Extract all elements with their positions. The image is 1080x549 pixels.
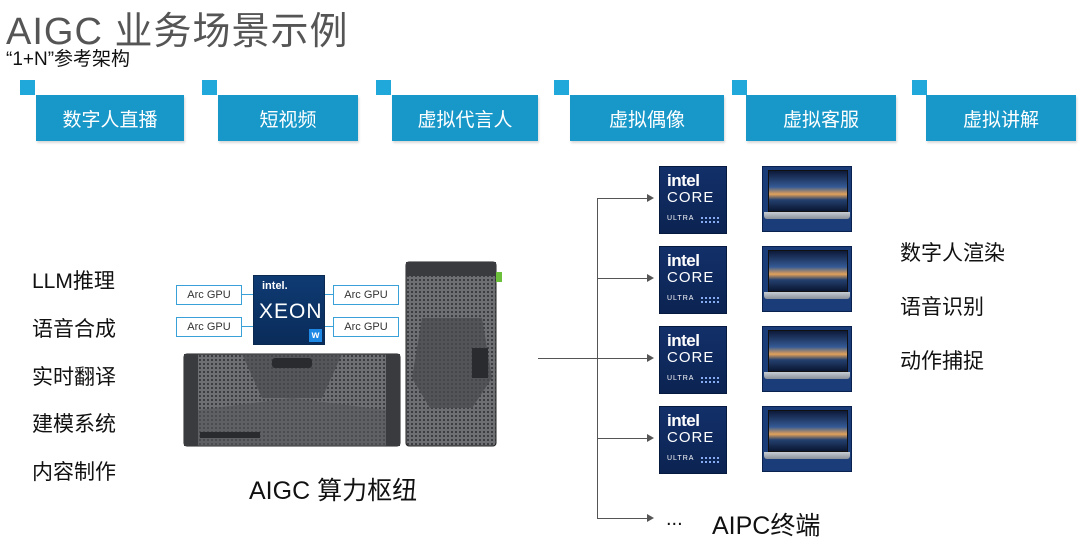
tab-corner-marker — [376, 80, 391, 95]
arrow-icon — [647, 274, 654, 282]
page-subtitle: “1+N”参考架构 — [6, 49, 131, 70]
scenario-tab: 虚拟代言人 — [392, 95, 538, 141]
tab-corner-marker — [20, 80, 35, 95]
arc-gpu-box: Arc GPU — [176, 285, 242, 305]
arc-gpu-box: Arc GPU — [333, 285, 399, 305]
core-tier: ULTRA — [667, 295, 695, 302]
scenario-tab: 虚拟客服 — [746, 95, 896, 141]
gpu-connector — [323, 294, 333, 295]
hub-task-item: 建模系统 — [32, 413, 116, 436]
endpoint-branch — [597, 358, 647, 359]
hub-connection-line — [538, 358, 598, 359]
hub-task-item: 语音合成 — [32, 318, 116, 341]
core-name: CORE — [667, 269, 715, 286]
core-tier: ULTRA — [667, 215, 695, 222]
tab-corner-marker — [732, 80, 747, 95]
arc-gpu-box: Arc GPU — [333, 317, 399, 337]
core-brand: intel — [667, 331, 700, 350]
arrow-icon — [647, 514, 654, 522]
endpoint-branch — [597, 438, 647, 439]
arrow-icon — [647, 354, 654, 362]
arrow-icon — [647, 434, 654, 442]
tower-server-image — [405, 261, 502, 447]
arc-gpu-box: Arc GPU — [176, 317, 242, 337]
endpoint-branch — [597, 198, 647, 199]
laptop-image — [762, 166, 852, 232]
page-title: AIGC 业务场景示例 — [6, 11, 349, 53]
endpoint-task-item: 语音识别 — [900, 296, 984, 319]
scenario-tab: 虚拟偶像 — [570, 95, 724, 141]
core-tier: ULTRA — [667, 375, 695, 382]
laptop-image — [762, 246, 852, 312]
scenario-tab: 短视频 — [218, 95, 358, 141]
gpu-connector — [323, 326, 333, 327]
hub-label: AIGC 算力枢纽 — [249, 477, 418, 505]
tab-corner-marker — [202, 80, 217, 95]
badge-dots — [700, 376, 720, 384]
intel-core-ultra-badge: intel CORE ULTRA — [659, 166, 727, 234]
endpoint-task-item: 动作捕捉 — [900, 350, 984, 373]
laptop-image — [762, 406, 852, 472]
hub-task-item: 内容制作 — [32, 461, 116, 484]
xeon-brand: intel. — [262, 280, 288, 292]
endpoint-task-item: 数字人渲染 — [900, 242, 1005, 265]
core-brand: intel — [667, 171, 700, 190]
tab-corner-marker — [554, 80, 569, 95]
badge-dots — [700, 296, 720, 304]
intel-core-ultra-badge: intel CORE ULTRA — [659, 326, 727, 394]
scenario-tab: 虚拟讲解 — [926, 95, 1076, 141]
xeon-name: XEON — [259, 300, 323, 323]
gpu-connector — [242, 326, 254, 327]
core-name: CORE — [667, 429, 715, 446]
gpu-connector — [242, 294, 254, 295]
core-brand: intel — [667, 251, 700, 270]
hub-task-item: LLM推理 — [32, 270, 115, 293]
rack-server-image — [183, 353, 401, 447]
xeon-tier: w — [309, 329, 322, 342]
tab-corner-marker — [912, 80, 927, 95]
core-name: CORE — [667, 189, 715, 206]
endpoint-label: AIPC终端 — [712, 512, 821, 540]
endpoint-branch — [597, 278, 647, 279]
badge-dots — [700, 216, 720, 224]
scenario-tab: 数字人直播 — [36, 95, 184, 141]
more-endpoints-ellipsis: ... — [666, 508, 683, 530]
core-brand: intel — [667, 411, 700, 430]
intel-core-ultra-badge: intel CORE ULTRA — [659, 406, 727, 474]
hub-task-item: 实时翻译 — [32, 366, 116, 389]
core-tier: ULTRA — [667, 455, 695, 462]
arrow-icon — [647, 194, 654, 202]
intel-core-ultra-badge: intel CORE ULTRA — [659, 246, 727, 314]
endpoint-branch — [597, 518, 647, 519]
intel-xeon-badge: intel. XEON w — [253, 275, 325, 345]
laptop-image — [762, 326, 852, 392]
core-name: CORE — [667, 349, 715, 366]
badge-dots — [700, 456, 720, 464]
